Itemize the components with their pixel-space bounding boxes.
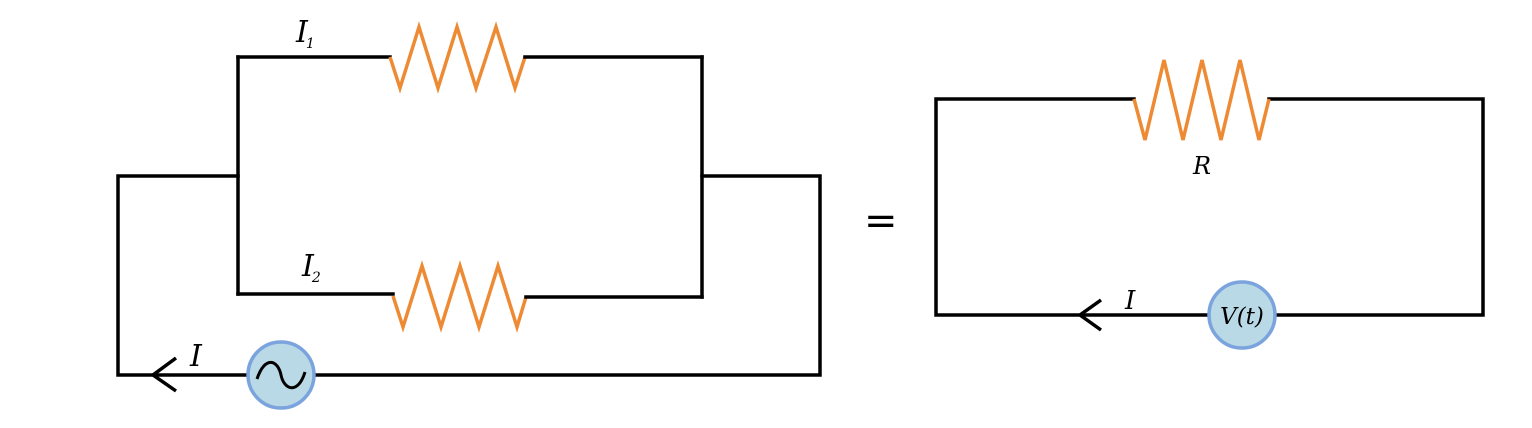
zigzag-resistor-icon: [388, 21, 527, 94]
equals-sign: =: [864, 198, 898, 244]
zigzag-resistor-icon: [1132, 59, 1271, 141]
voltage-source-label: V(t): [1220, 304, 1264, 330]
zigzag-resistor-icon: [391, 260, 528, 333]
right-circuit: R I V(t): [934, 59, 1485, 350]
arrow-left-icon: [149, 356, 178, 393]
resistor-label-r: R: [1192, 152, 1211, 180]
arrow-left-icon: [1076, 298, 1103, 332]
left-outer-wire: [116, 174, 250, 377]
voltage-source: V(t): [1207, 280, 1277, 350]
eq-left-wire: [934, 97, 1212, 317]
current-label-i: I: [189, 339, 203, 374]
current-label-i1: I1: [295, 15, 315, 52]
left-circuit: I1 I2 I: [116, 15, 822, 410]
ac-sine-source-icon: [246, 340, 316, 410]
voltage-source-circle: [1207, 280, 1277, 350]
current-label-i2: I2: [301, 249, 321, 286]
right-outer-wire: [312, 174, 822, 377]
current-label-i: I: [1124, 286, 1136, 316]
eq-right-wire: [1267, 97, 1485, 317]
